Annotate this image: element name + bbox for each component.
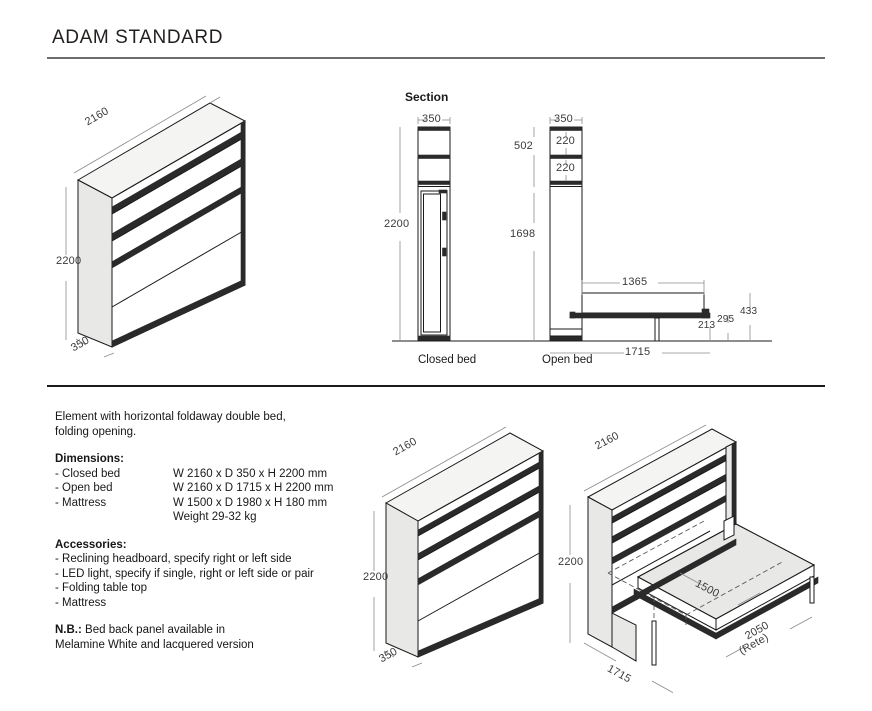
dimensions-label-closed: - Closed bed	[55, 467, 121, 480]
note-text-1: Bed back panel available in	[81, 624, 226, 636]
section-heading: Section	[405, 90, 449, 104]
section-closed-bed-drawing: 350 2200	[384, 113, 522, 350]
open-bed-wall-height-label: 1698	[510, 228, 536, 240]
iso-top-left-height-label: 2200	[56, 255, 82, 267]
closed-bed-caption: Closed bed	[418, 354, 477, 366]
open-bed-shelf1-label: 220	[556, 135, 575, 147]
closed-bed-height-label: 2200	[384, 218, 410, 230]
dimensions-label-mattress: - Mattress	[55, 496, 107, 509]
note-line-2: Melamine White and lacquered version	[55, 638, 254, 651]
iso-closed-cabinet-drawing: 2160 2200 350	[56, 95, 310, 375]
content-divider	[47, 385, 825, 387]
description-line-1: Element with horizontal foldaway double …	[55, 411, 286, 423]
dimensions-value-open: W 2160 x D 1715 x H 2200 mm	[173, 482, 334, 494]
specifications-text-block: Element with horizontal foldaway double …	[55, 410, 385, 652]
accessories-item-mattress: - Mattress	[55, 596, 107, 609]
accessories-item-headboard: - Reclining headboard, specify right or …	[55, 553, 292, 565]
dimensions-row-mattress: - Mattress W 1500 x D 1980 x H 180 mm	[55, 496, 385, 511]
dimensions-heading: Dimensions:	[55, 453, 125, 465]
iso-bottom-closed-cabinet-drawing: 2160 2200 350	[363, 425, 578, 680]
page-title: ADAM STANDARD	[52, 27, 224, 48]
closed-bed-depth-label: 350	[422, 113, 441, 125]
open-bed-total-depth-label: 1715	[625, 346, 651, 358]
dimensions-label-weight	[55, 510, 173, 525]
dimensions-label-open: - Open bed	[55, 482, 113, 494]
open-bed-shelf2-label: 220	[556, 162, 575, 174]
header-divider	[47, 57, 825, 59]
note-line-1: N.B.: Bed back panel available in	[55, 623, 385, 638]
open-bed-shelf-block-label: 502	[514, 140, 533, 152]
note-prefix: N.B.:	[55, 624, 82, 636]
dimensions-row-weight: Weight 29-32 kg	[55, 510, 385, 525]
iso-bottom-left-height-label: 2200	[363, 571, 389, 583]
open-bed-h213-label: 213	[698, 320, 716, 331]
section-open-bed-drawing: 350 502 220 220 1698 1365 1715 213 295 4…	[510, 113, 772, 358]
open-bed-depth-label: 350	[554, 113, 573, 125]
open-bed-length-label: 1365	[622, 276, 648, 288]
accessories-item-led-light: - LED light, specify if single, right or…	[55, 567, 314, 580]
iso-open-bed-drawing: 2160 2200 1715 1500 2050 (Rete)	[558, 424, 860, 700]
dimensions-value-closed: W 2160 x D 350 x H 2200 mm	[173, 467, 328, 480]
dimensions-row-closed: - Closed bed W 2160 x D 350 x H 2200 mm	[55, 467, 385, 482]
open-bed-h433-label: 433	[740, 306, 758, 317]
description-line-2: folding opening.	[55, 425, 137, 438]
open-bed-caption: Open bed	[542, 354, 593, 366]
iso-open-height-label: 2200	[558, 556, 584, 568]
dimensions-value-mattress: W 1500 x D 1980 x H 180 mm	[173, 496, 328, 509]
dimensions-row-open: - Open bed W 2160 x D 1715 x H 2200 mm	[55, 481, 385, 496]
dimensions-value-weight: Weight 29-32 kg	[173, 511, 257, 523]
accessories-heading: Accessories:	[55, 538, 127, 551]
accessories-item-table-top: - Folding table top	[55, 582, 148, 594]
open-bed-h295-label: 295	[717, 314, 735, 325]
